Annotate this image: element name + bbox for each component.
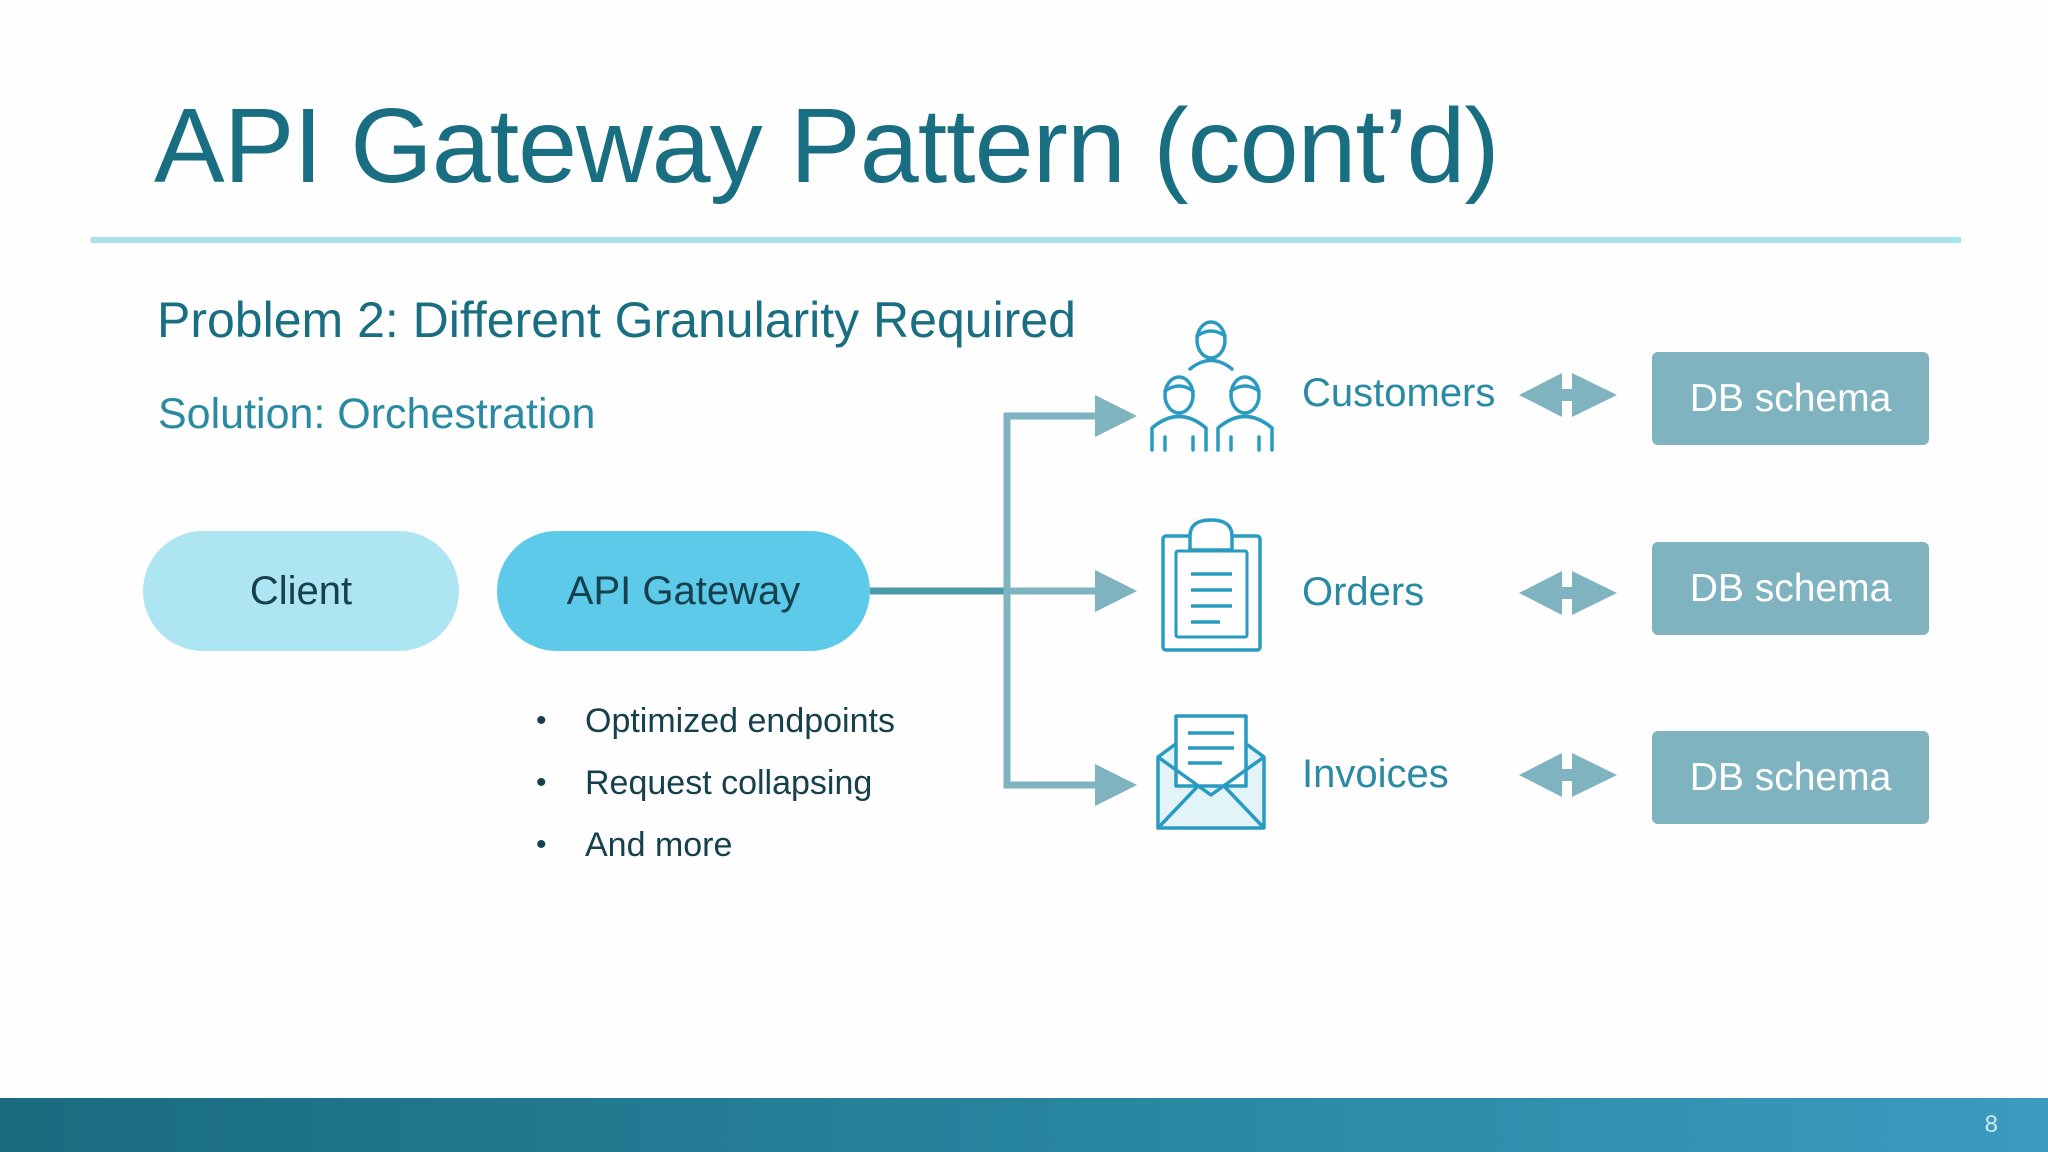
- bullet: •: [536, 828, 547, 861]
- solution-heading: Solution: Orchestration: [158, 390, 596, 438]
- db-schema-label: DB schema: [1689, 566, 1892, 610]
- page-number: 8: [1984, 1111, 1998, 1138]
- api-gateway-label: API Gateway: [566, 568, 801, 613]
- title-divider: [91, 237, 1961, 243]
- db-schema-label: DB schema: [1689, 376, 1892, 420]
- problem-heading: Problem 2: Different Granularity Require…: [157, 292, 1076, 348]
- bullet: •: [536, 766, 547, 799]
- list-item: • And more: [530, 819, 895, 881]
- arrow-invoices: [1095, 764, 1137, 806]
- people-group-icon: [1150, 320, 1274, 452]
- slide-title: API Gateway Pattern (cont’d): [154, 87, 1500, 205]
- service-label-customers: Customers: [1302, 371, 1496, 415]
- list-item: • Request collapsing: [530, 757, 895, 819]
- api-gateway-node: API Gateway: [497, 531, 870, 651]
- feature-label: And more: [585, 826, 733, 864]
- client-label: Client: [249, 568, 353, 613]
- service-label-invoices: Invoices: [1302, 752, 1449, 796]
- bidirectional-arrow-icon: [1519, 753, 1617, 797]
- db-schema-invoices: DB schema: [1652, 731, 1929, 824]
- db-schema-orders: DB schema: [1652, 542, 1929, 635]
- bidirectional-arrow-icon: [1519, 373, 1617, 417]
- feature-label: Request collapsing: [585, 764, 873, 802]
- db-schema-label: DB schema: [1689, 755, 1892, 799]
- list-item: • Optimized endpoints: [530, 695, 895, 757]
- gateway-features-list: • Optimized endpoints • Request collapsi…: [530, 695, 895, 881]
- clipboard-icon: [1161, 518, 1262, 652]
- feature-label: Optimized endpoints: [585, 702, 895, 740]
- service-label-orders: Orders: [1302, 570, 1425, 614]
- client-node: Client: [143, 531, 459, 651]
- footer-bar: 8: [0, 1098, 2048, 1152]
- bidirectional-arrow-icon: [1519, 571, 1617, 615]
- arrow-orders: [1095, 570, 1137, 612]
- envelope-letter-icon: [1156, 714, 1266, 830]
- arrow-customers: [1095, 395, 1137, 437]
- bullet: •: [536, 704, 547, 737]
- db-schema-customers: DB schema: [1652, 352, 1929, 445]
